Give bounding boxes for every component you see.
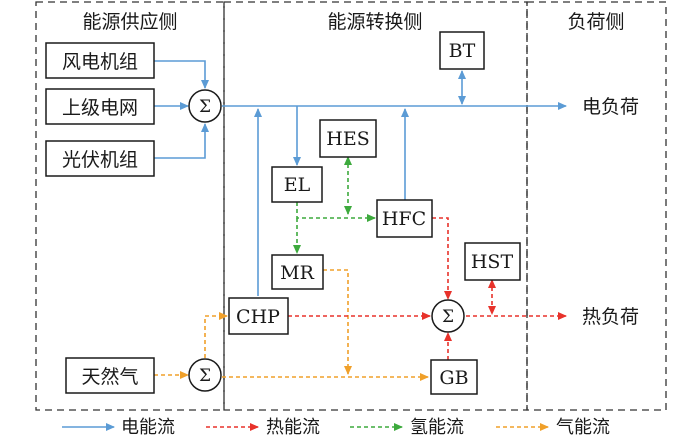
device-hes-label: HES	[326, 128, 369, 150]
flow-wind-to-sum	[154, 60, 209, 89]
heat-flows	[288, 217, 567, 360]
legend-item-gas: 气能流	[496, 417, 610, 438]
region-title-supply: 能源供应侧	[82, 11, 177, 33]
load-heat-label: 热负荷	[582, 306, 639, 328]
legend-label-gas: 气能流	[556, 417, 610, 438]
device-bt-label: BT	[449, 40, 476, 62]
region-frame-supply	[35, 1, 225, 411]
source-grid: 上级电网	[45, 88, 155, 125]
flow-pv-to-sum	[154, 123, 209, 159]
sum-node-gas: Σ	[188, 358, 222, 392]
sum-symbol-gas: Σ	[199, 366, 211, 386]
source-wind: 风电机组	[45, 42, 155, 79]
hydrogen-flows	[293, 156, 376, 254]
device-gb-label: GB	[439, 367, 468, 389]
load-electric-label: 电负荷	[582, 96, 639, 118]
device-hst: HST	[464, 242, 521, 281]
source-grid-label: 上级电网	[62, 97, 138, 119]
region-frame-load	[526, 1, 667, 411]
device-chp: CHP	[228, 297, 289, 335]
source-pv-label: 光伏机组	[62, 149, 138, 171]
flow-gassum-to-chp	[204, 312, 228, 358]
sum-symbol-electric: Σ	[199, 97, 211, 117]
region-title-conversion: 能源转换侧	[327, 11, 422, 33]
device-bt: BT	[439, 31, 485, 70]
device-hfc-label: HFC	[382, 208, 426, 230]
source-pv: 光伏机组	[45, 140, 155, 177]
device-mr-label: MR	[280, 262, 314, 284]
region-title-load: 负荷侧	[567, 11, 624, 33]
device-mr: MR	[271, 254, 324, 290]
device-hes: HES	[319, 119, 377, 158]
sum-node-heat: Σ	[431, 299, 465, 333]
device-hfc: HFC	[376, 199, 433, 238]
source-gas-label: 天然气	[81, 366, 138, 388]
sum-node-electric: Σ	[188, 89, 222, 123]
legend-item-heat: 热能流	[206, 417, 320, 438]
device-gb: GB	[430, 359, 478, 395]
legend-item-electric: 电能流	[62, 417, 175, 438]
legend-label-hydrogen: 氢能流	[410, 417, 464, 438]
legend-item-hydrogen: 氢能流	[350, 417, 464, 438]
source-wind-label: 风电机组	[62, 51, 138, 73]
device-el: EL	[271, 166, 323, 203]
device-el-label: EL	[284, 174, 311, 196]
flow-el-to-hfc	[296, 202, 376, 222]
legend: 电能流 热能流 氢能流 气能流	[62, 417, 610, 438]
sum-symbol-heat: Σ	[442, 307, 454, 327]
flow-hfc-to-heatsum	[432, 217, 452, 300]
gas-flows	[154, 269, 429, 381]
legend-label-heat: 热能流	[266, 417, 320, 438]
flow-mr-to-gasline	[323, 269, 352, 375]
device-chp-label: CHP	[236, 306, 280, 328]
source-gas: 天然气	[65, 357, 155, 394]
device-hst-label: HST	[471, 251, 514, 273]
legend-label-electric: 电能流	[121, 417, 175, 438]
electric-flows	[154, 60, 567, 296]
